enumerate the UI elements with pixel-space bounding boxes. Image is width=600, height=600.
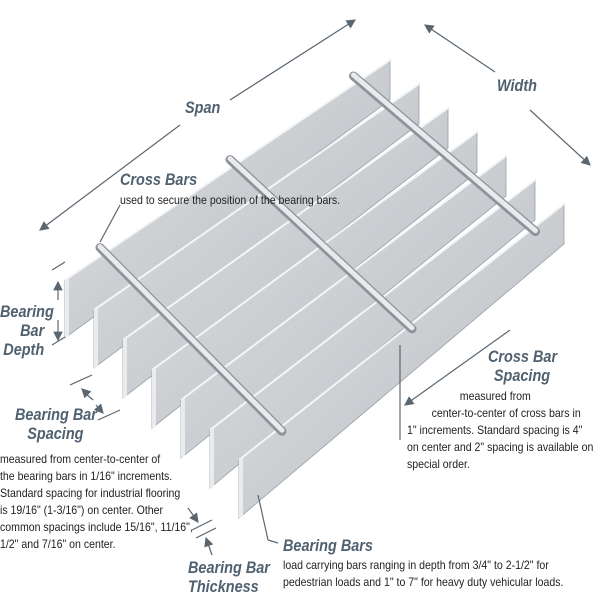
bbt-line-2: Thickness — [188, 577, 259, 596]
cbs-title-1: Cross Bar — [488, 347, 558, 366]
bearing-bar-top-edge — [238, 203, 565, 461]
bearing-bars-leader — [257, 494, 269, 541]
bbs-title-1: Bearing Bar — [15, 405, 97, 424]
bb-line: pedestrian loads and 1" to 7" for heavy … — [283, 575, 564, 589]
bearing-bar-end — [239, 458, 243, 518]
depth-line-3: Depth — [3, 340, 45, 359]
cross-bar-highlight — [97, 244, 285, 433]
bearing-bar-top-edge — [93, 83, 420, 311]
bearing-bar-top-edge — [64, 59, 391, 281]
spacing-arrow — [93, 403, 104, 414]
span-dimension-arrow — [39, 124, 181, 231]
bearing-bar-top-edge — [122, 107, 449, 341]
bbs-line: the bearing bars in 1/16" increments. — [0, 469, 173, 483]
bearing-bar-end — [181, 398, 185, 458]
bbs-title-2: Spacing — [27, 424, 84, 443]
width-dimension-arrow — [424, 24, 496, 73]
bearing-bar-depth-label: Bearing Bar Depth — [0, 302, 54, 359]
bearing-bar-spacing-title: Bearing Bar Spacing — [15, 405, 97, 443]
cbs-line: center-to-center of cross bars in — [431, 406, 581, 420]
depth-ext — [51, 261, 66, 271]
spacing-arrow — [84, 392, 94, 401]
cross-bars-title: Cross Bars — [120, 170, 198, 189]
spacing-ext — [97, 409, 121, 421]
spacing-ext — [69, 374, 93, 386]
span-dimension-arrow — [229, 19, 357, 101]
cbs-line: on center and 2" spacing is available on — [407, 440, 594, 454]
cbs-line: measured from — [459, 389, 531, 403]
bearing-bar-end — [210, 428, 214, 488]
bbs-line: common spacings include 15/16", 11/16", — [0, 520, 193, 534]
thickness-ext — [191, 519, 213, 531]
spacing-arrow — [81, 388, 92, 399]
bearing-bars-desc: load carrying bars ranging in depth from… — [283, 557, 563, 591]
bbs-line: is 19/16" (1-3/16") on center. Other — [0, 503, 164, 517]
width-label: Width — [497, 76, 538, 95]
cross-bar-spacing-title: Cross Bar Spacing — [488, 347, 558, 385]
bearing-bar-end — [65, 278, 69, 338]
bearing-bar-top-edge — [151, 131, 478, 371]
cross-bar-spacing-arrow — [404, 329, 511, 406]
depth-line-1: Bearing — [0, 302, 54, 321]
bearing-bar-thickness-label: Bearing Bar Thickness — [188, 558, 270, 596]
bbs-line: measured from center-to-center of — [0, 452, 161, 466]
depth-line-2: Bar — [20, 321, 45, 340]
cross-bar-highlight — [351, 72, 538, 234]
cross-bars-desc: used to secure the position of the beari… — [120, 193, 341, 207]
thickness-arrow — [187, 507, 199, 523]
bbt-line-1: Bearing Bar — [188, 558, 270, 577]
thickness-ext — [195, 527, 217, 539]
bbs-line: 1/2" and 7/16" on center. — [0, 537, 116, 551]
bbs-line: Standard spacing for industrial flooring — [0, 486, 181, 500]
bearing-bar-top-edge — [209, 179, 536, 431]
width-dimension-arrow — [529, 109, 591, 166]
cbs-title-2: Spacing — [493, 366, 551, 385]
bearing-bar-end — [152, 368, 156, 428]
cross-bars-leader — [99, 204, 121, 243]
bearing-bars-title: Bearing Bars — [283, 536, 373, 555]
bearing-bar-top-edge — [180, 155, 507, 401]
bearing-bar-spacing-desc: measured from center-to-center of the be… — [0, 451, 193, 553]
cbs-line: special order. — [407, 457, 470, 471]
bb-line: load carrying bars ranging in depth from… — [283, 558, 549, 572]
cross-bar-spacing-desc: measured from center-to-center of cross … — [407, 388, 596, 473]
thickness-arrow — [204, 536, 214, 556]
bearing-bar-end — [94, 308, 98, 368]
bearing-bar-end — [123, 338, 127, 398]
cross-bar-highlight — [227, 156, 415, 331]
bearing-bars-leader — [267, 539, 279, 544]
span-label: Span — [185, 98, 221, 117]
cbs-line: 1" increments. Standard spacing is 4" — [407, 423, 583, 437]
